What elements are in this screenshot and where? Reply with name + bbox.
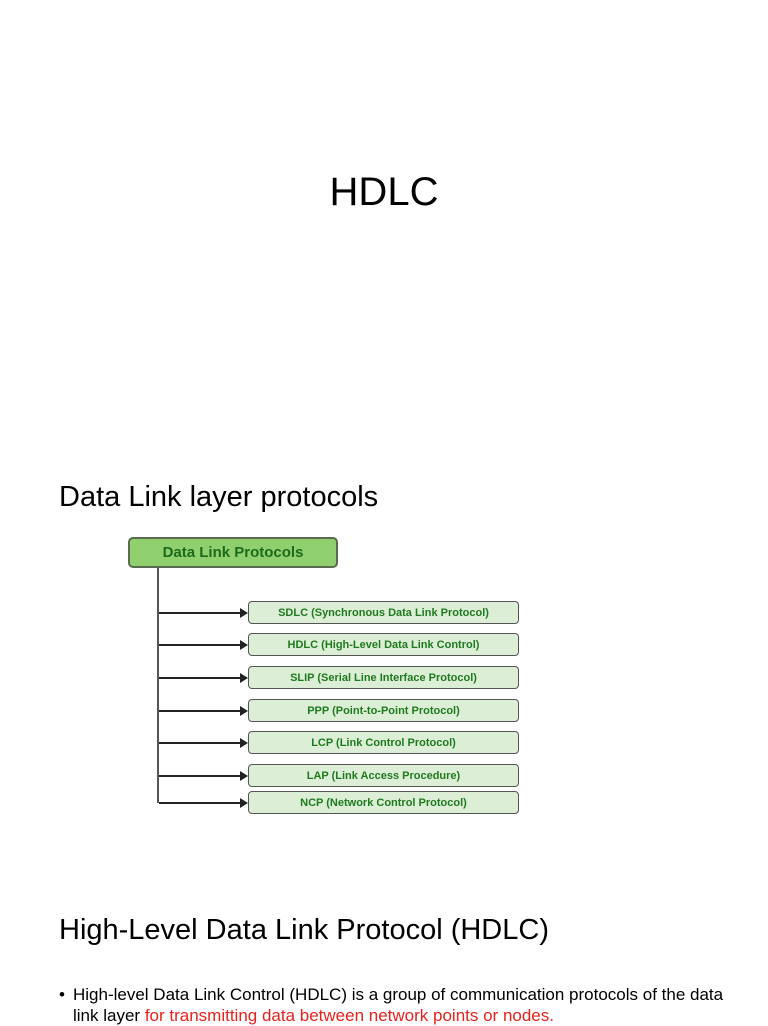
bullet-text-highlight: for transmitting data between network po…: [144, 1006, 554, 1025]
child-node-lap: LAP (Link Access Procedure): [0, 764, 768, 788]
arrow-right-icon: [240, 798, 248, 808]
child-node-ncp: NCP (Network Control Protocol): [0, 791, 768, 815]
arrow-right-icon: [240, 738, 248, 748]
connector-line: [159, 775, 243, 777]
child-node-box: NCP (Network Control Protocol): [248, 791, 519, 814]
child-node-box: SLIP (Serial Line Interface Protocol): [248, 666, 519, 689]
root-node-box: Data Link Protocols: [128, 537, 338, 568]
connector-line: [159, 710, 243, 712]
arrow-right-icon: [240, 608, 248, 618]
child-node-box: PPP (Point-to-Point Protocol): [248, 699, 519, 722]
child-node-sdlc: SDLC (Synchronous Data Link Protocol): [0, 601, 768, 625]
child-node-box: LAP (Link Access Procedure): [248, 764, 519, 787]
bullet-text-plain: High-level Data Link Control (HDLC) is a…: [73, 985, 724, 1025]
bullet-dot-icon: •: [59, 985, 65, 1004]
child-node-ppp: PPP (Point-to-Point Protocol): [0, 699, 768, 723]
connector-line: [159, 802, 243, 804]
child-node-hdlc: HDLC (High-Level Data Link Control): [0, 633, 768, 657]
child-node-box: LCP (Link Control Protocol): [248, 731, 519, 754]
child-node-box: HDLC (High-Level Data Link Control): [248, 633, 519, 656]
connector-line: [159, 742, 243, 744]
bullet-text: High-level Data Link Control (HDLC) is a…: [59, 984, 739, 1026]
section-heading-protocols: Data Link layer protocols: [59, 481, 379, 513]
child-node-slip: SLIP (Serial Line Interface Protocol): [0, 666, 768, 690]
slide-title: HDLC: [329, 170, 439, 214]
connector-line: [159, 677, 243, 679]
section-heading-hdlc: High-Level Data Link Protocol (HDLC): [59, 914, 549, 946]
connector-line: [159, 612, 243, 614]
connector-line: [159, 644, 243, 646]
arrow-right-icon: [240, 673, 248, 683]
arrow-right-icon: [240, 706, 248, 716]
child-node-lcp: LCP (Link Control Protocol): [0, 731, 768, 755]
arrow-right-icon: [240, 640, 248, 650]
arrow-right-icon: [240, 771, 248, 781]
tree-trunk-line: [157, 568, 159, 803]
bullet-item: • High-level Data Link Control (HDLC) is…: [59, 984, 739, 1026]
child-node-box: SDLC (Synchronous Data Link Protocol): [248, 601, 519, 624]
